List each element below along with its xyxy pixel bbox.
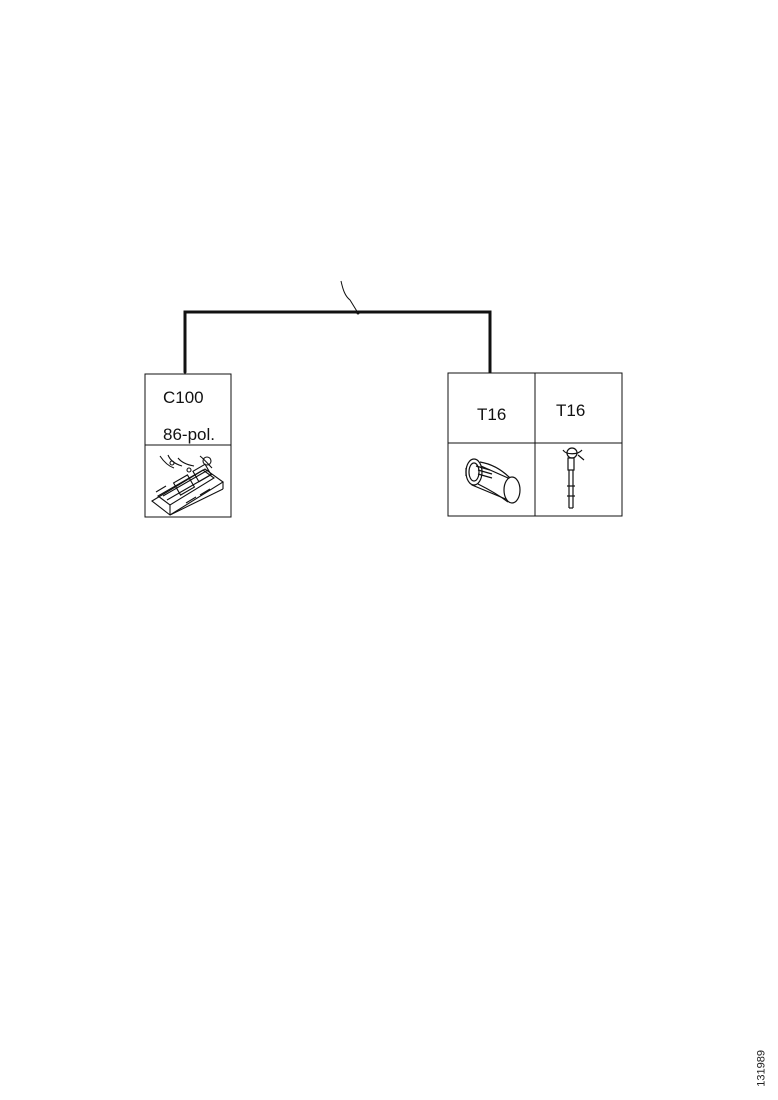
- connector-c100-name: C100: [163, 388, 204, 407]
- connector-t16-socket[interactable]: T16: [465, 405, 521, 504]
- wire-line: [183, 310, 492, 372]
- connector-t16-probe-name: T16: [556, 401, 585, 420]
- connector-c100-pins: 86-pol.: [163, 425, 215, 444]
- cylindrical-sensor-icon: [465, 458, 521, 504]
- probe-sensor-icon: [562, 447, 585, 509]
- wire-leader: [340, 280, 359, 314]
- connector-t16-group: [447, 372, 623, 517]
- multi-pin-connector-icon: [151, 454, 224, 516]
- wire-end-left: [183, 370, 187, 374]
- connector-c100[interactable]: C100 86-pol.: [144, 373, 232, 518]
- wire-end-right: [488, 370, 492, 374]
- connector-t16-socket-name: T16: [477, 405, 506, 424]
- wire-harness: [183, 280, 492, 372]
- wire-leader-dot: [356, 311, 360, 315]
- figure-id: 131989: [756, 1050, 768, 1087]
- connector-t16-probe[interactable]: T16: [556, 401, 585, 509]
